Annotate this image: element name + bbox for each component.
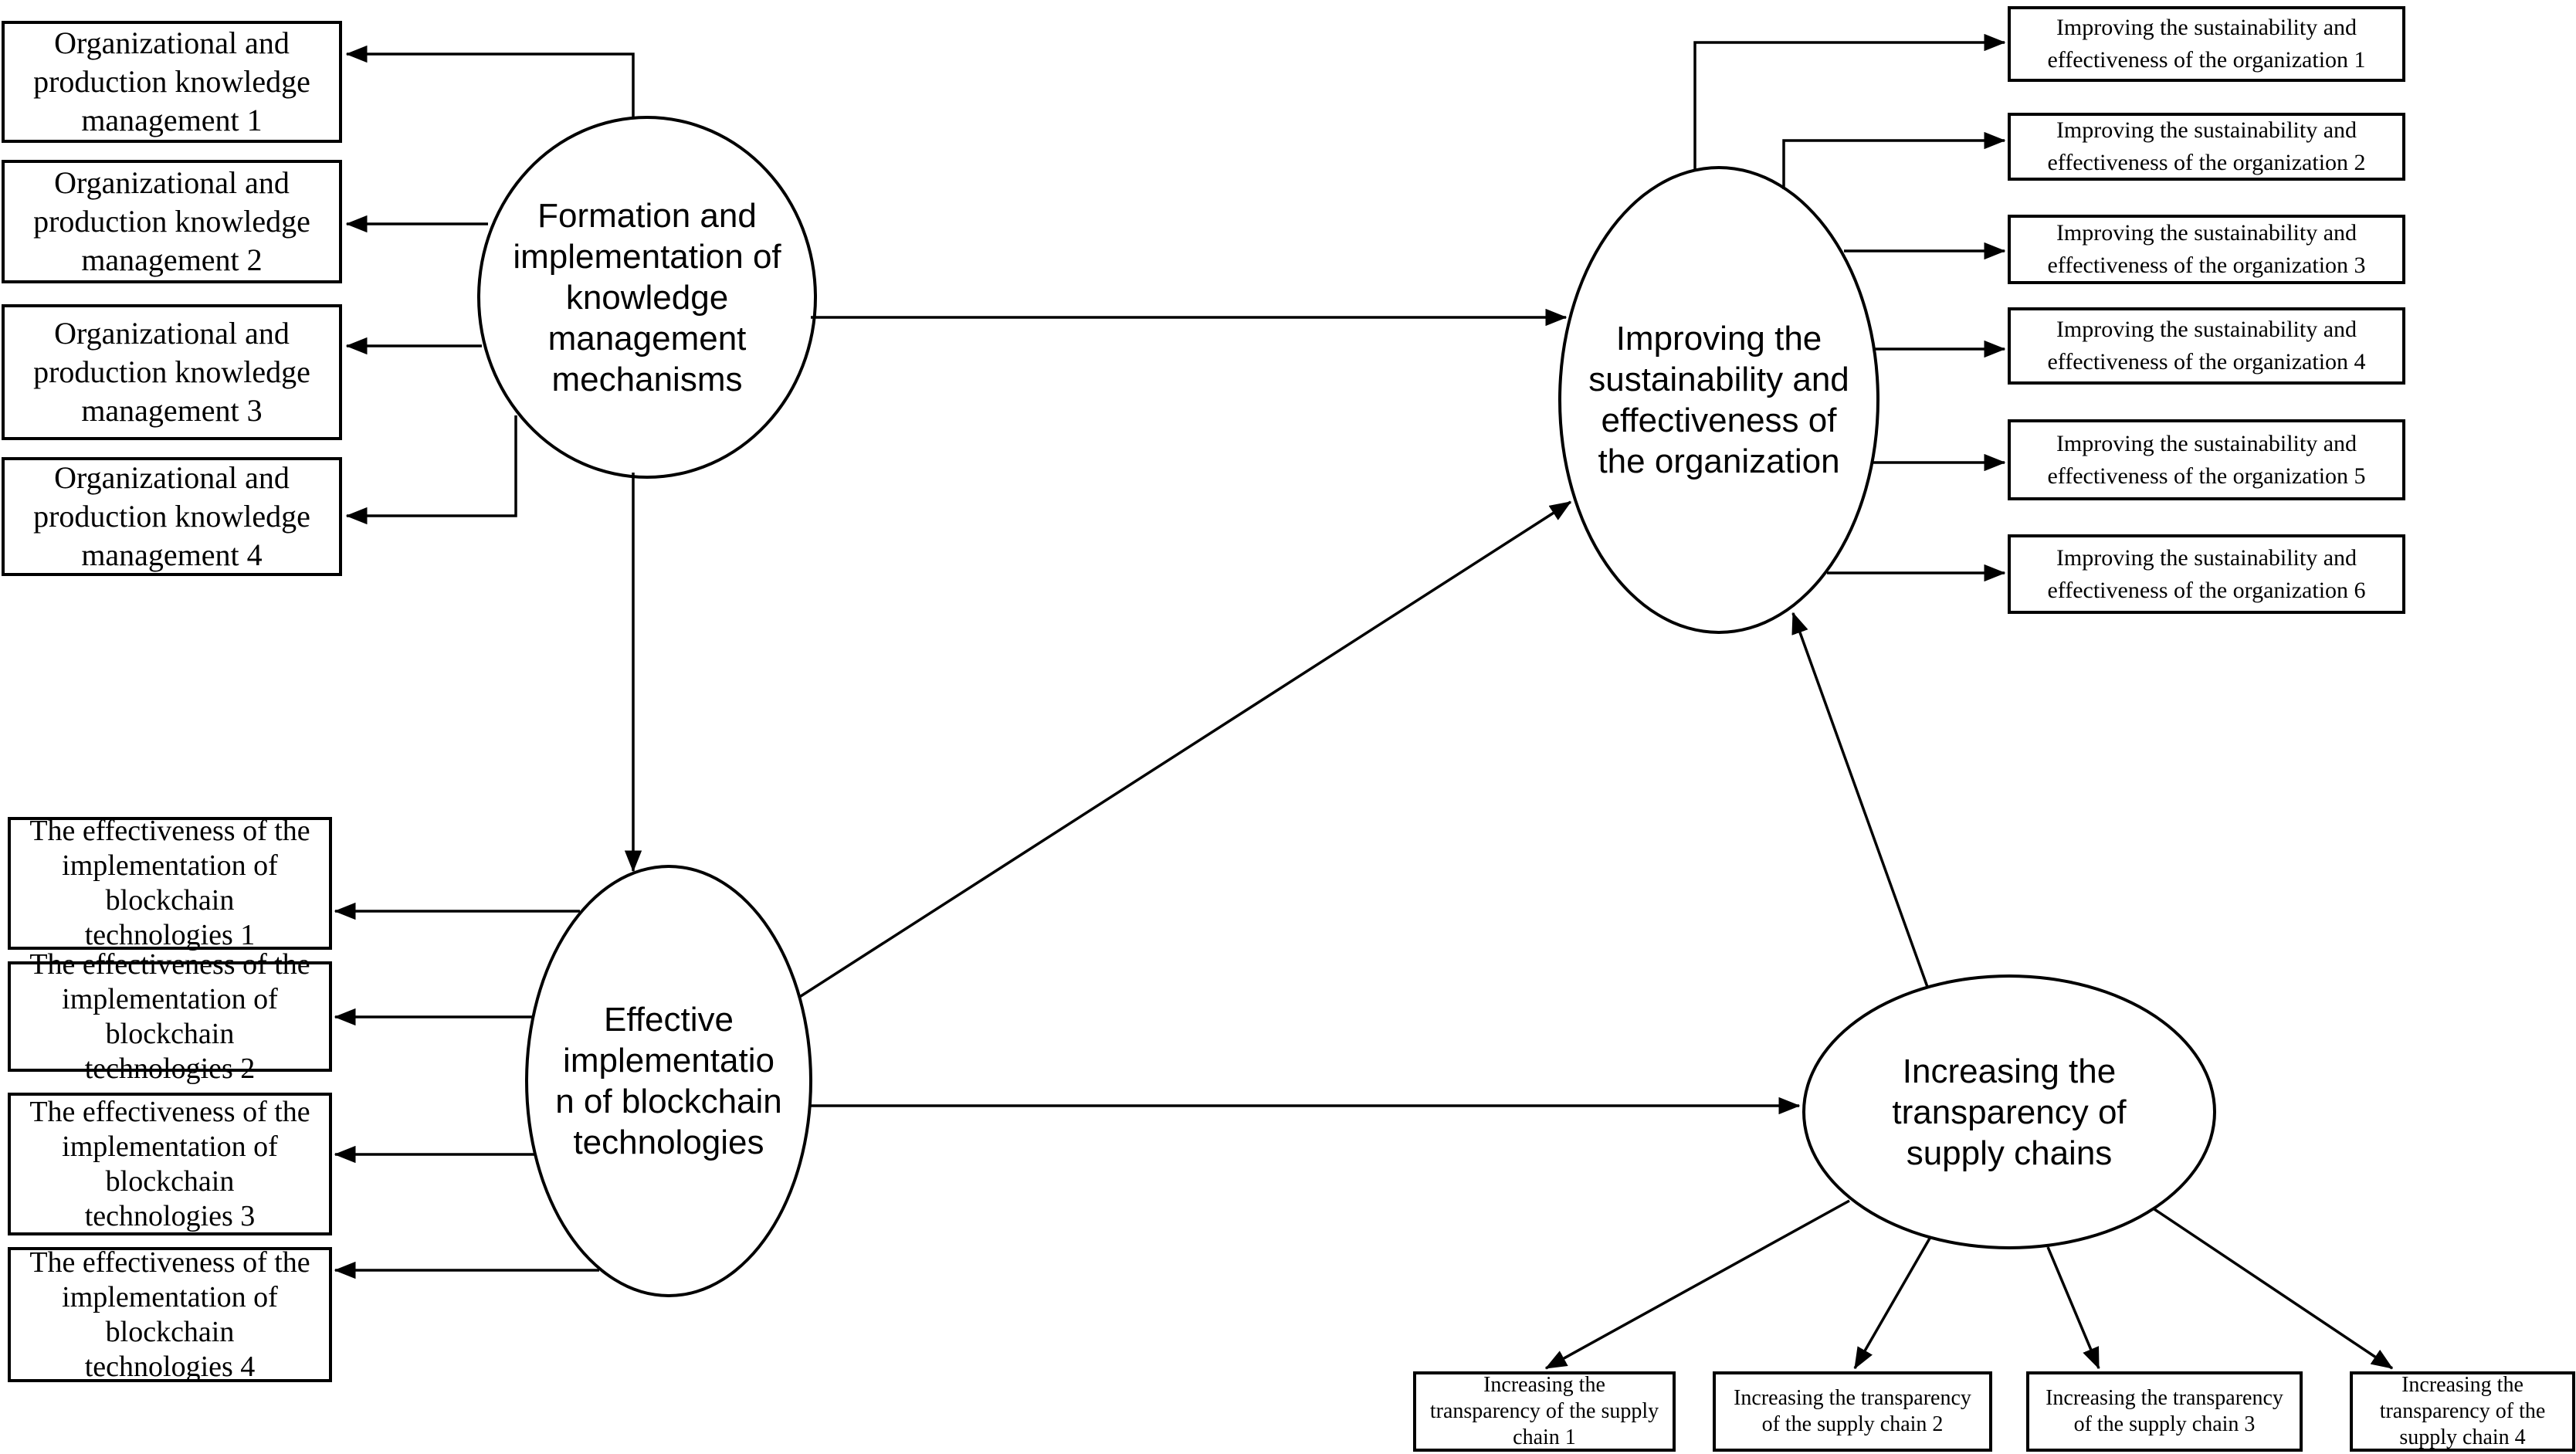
sc-indicator-box-2: Increasing the transparency of the suppl…: [1713, 1371, 1992, 1452]
km-indicator-box-3: Organizational and production knowledge …: [2, 304, 342, 440]
ellipse-label-line: effectiveness of: [1601, 402, 1837, 439]
ellipse-label-line: mechanisms: [551, 360, 743, 398]
org-indicator-box-5: Improving the sustainability and effecti…: [2008, 419, 2405, 500]
arrow-km-to-box4: [345, 415, 517, 525]
ellipse-label-line: the organization: [1598, 442, 1840, 480]
sc-indicator-box-1: Increasing the transparency of the suppl…: [1413, 1371, 1676, 1452]
org-latent-ellipse: Improving the sustainability and effecti…: [1558, 166, 1879, 634]
org-indicator-box-3: Improving the sustainability and effecti…: [2008, 215, 2405, 284]
org-indicator-box-2: Improving the sustainability and effecti…: [2008, 113, 2405, 181]
org-indicator-box-1: Improving the sustainability and effecti…: [2008, 6, 2405, 82]
sc-indicator-box-3: Increasing the transparency of the suppl…: [2026, 1371, 2303, 1452]
sc-latent-ellipse: Increasing the transparency of supply ch…: [1802, 974, 2216, 1249]
arrow-km-to-box1: [345, 45, 635, 118]
km-indicator-box-2: Organizational and production knowledge …: [2, 160, 342, 283]
km-indicator-box-1: Organizational and production knowledge …: [2, 21, 342, 143]
org-indicator-box-6: Improving the sustainability and effecti…: [2008, 534, 2405, 614]
ellipse-label-line: implementatio: [563, 1042, 774, 1079]
ellipse-label-line: sustainability and: [1588, 361, 1849, 398]
bt-indicator-box-4: The effectiveness of the implementation …: [8, 1246, 332, 1383]
km-latent-ellipse: Formation and implementation of knowledg…: [477, 116, 817, 479]
ellipse-label-line: n of blockchain: [555, 1083, 782, 1120]
arrow-sc-to-ind1: [1544, 1199, 1850, 1370]
ellipse-label-line: supply chains: [1906, 1134, 2113, 1172]
arrow-sc-to-ind2: [1853, 1236, 1932, 1370]
arrow-sc-to-ind3: [2046, 1246, 2100, 1370]
ellipse-label-line: management: [547, 319, 747, 358]
org-indicator-box-4: Improving the sustainability and effecti…: [2008, 307, 2405, 385]
km-indicator-box-4: Organizational and production knowledge …: [2, 457, 342, 576]
ellipse-label-line: technologies: [573, 1124, 764, 1161]
ellipse-label-line: Improving the: [1615, 320, 1822, 358]
arrow-org-to-box2: [1782, 131, 2006, 189]
sc-indicator-box-4: Increasing the transparency of the suppl…: [2350, 1371, 2575, 1452]
ellipse-label-line: Formation and: [537, 196, 757, 235]
arrow-sc-to-ind4: [2154, 1208, 2394, 1370]
arrow-bt-to-org: [798, 500, 1572, 999]
bt-latent-ellipse: Effective implementatio n of blockchain …: [525, 865, 812, 1297]
ellipse-label-line: implementation of: [513, 237, 781, 276]
arrow-sc-to-org: [1791, 612, 1929, 988]
bt-indicator-box-2: The effectiveness of the implementation …: [8, 948, 332, 1085]
arrow-org-to-box1: [1693, 33, 2006, 171]
ellipse-label-line: knowledge: [565, 278, 729, 317]
bt-indicator-box-1: The effectiveness of the implementation …: [8, 815, 332, 951]
ellipse-label-line: Effective: [604, 1001, 734, 1039]
bt-indicator-box-3: The effectiveness of the implementation …: [8, 1093, 332, 1235]
ellipse-label-line: transparency of: [1892, 1093, 2127, 1131]
ellipse-label-line: Increasing the: [1902, 1052, 2117, 1090]
